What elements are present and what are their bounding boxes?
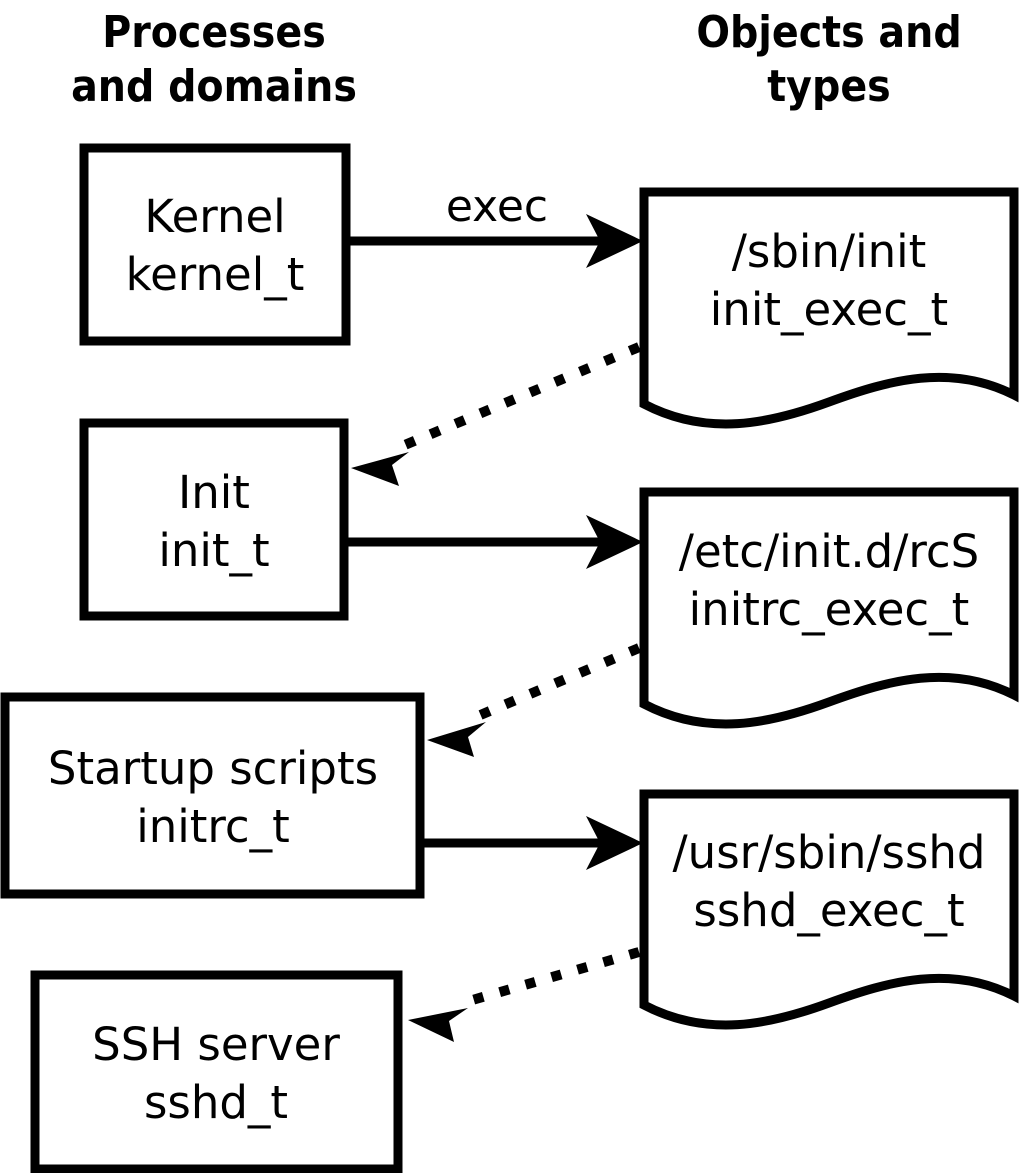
node-init-box[interactable]	[79, 418, 349, 621]
node-init-line2: init_t	[158, 524, 269, 577]
node-ssh-server-box[interactable]	[30, 970, 403, 1173]
node-sbin-init-document-shape[interactable]	[639, 187, 1019, 429]
node-sbin-init-line2: init_exec_t	[710, 283, 948, 336]
node-usr-sbin-sshd-line2: sshd_exec_t	[693, 884, 964, 937]
node-usr-sbin-sshd[interactable]: /usr/sbin/sshd sshd_exec_t	[639, 789, 1019, 1030]
node-kernel-line1: Kernel	[144, 190, 285, 243]
node-ssh-server[interactable]: SSH server sshd_t	[30, 970, 403, 1173]
node-kernel-box[interactable]	[79, 143, 351, 346]
edge-sshdexec-transition-sshd	[408, 947, 641, 1042]
edge-label-exec: exec	[446, 181, 548, 232]
edge-rcs-transition-initrc	[427, 643, 641, 757]
node-sbin-init-line1: /sbin/init	[732, 225, 927, 278]
node-etc-initd-rcs-document-shape[interactable]	[639, 487, 1019, 729]
arrow-head-icon	[408, 1008, 468, 1042]
arrow-head-icon	[586, 214, 643, 268]
edge-init-exec-rcs	[348, 515, 643, 569]
edge-line	[460, 947, 641, 1008]
node-startup-scripts-line2: initrc_t	[136, 800, 290, 853]
node-init-line1: Init	[178, 466, 250, 519]
edge-initrc-exec-sshd	[424, 816, 643, 870]
arrow-head-icon	[586, 816, 643, 870]
node-ssh-server-line1: SSH server	[92, 1018, 340, 1071]
edge-kernel-exec-init: exec	[350, 181, 643, 268]
node-startup-scripts[interactable]: Startup scripts initrc_t	[0, 692, 425, 899]
node-startup-scripts-box[interactable]	[0, 692, 425, 899]
node-init[interactable]: Init init_t	[79, 418, 349, 621]
column-header-processes-line2: and domains	[71, 61, 357, 112]
edge-line	[398, 342, 641, 452]
node-usr-sbin-sshd-line1: /usr/sbin/sshd	[673, 826, 986, 879]
node-sbin-init[interactable]: /sbin/init init_exec_t	[639, 187, 1019, 429]
edge-line	[476, 643, 641, 721]
column-header-processes: Processes and domains	[71, 7, 357, 112]
arrow-head-icon	[586, 515, 643, 569]
node-startup-scripts-line1: Startup scripts	[48, 742, 378, 795]
node-usr-sbin-sshd-document-shape[interactable]	[639, 789, 1019, 1030]
arrow-head-icon	[427, 722, 486, 757]
column-header-objects: Objects and types	[696, 7, 961, 112]
column-header-objects-line2: types	[767, 61, 891, 112]
column-header-objects-line1: Objects and	[696, 7, 961, 58]
node-kernel-line2: kernel_t	[126, 248, 305, 301]
arrow-head-icon	[351, 452, 409, 486]
edge-initexec-transition-init	[351, 342, 641, 486]
node-etc-initd-rcs-line1: /etc/init.d/rcS	[679, 525, 979, 578]
column-header-processes-line1: Processes	[102, 7, 326, 58]
node-etc-initd-rcs[interactable]: /etc/init.d/rcS initrc_exec_t	[639, 487, 1019, 729]
node-kernel[interactable]: Kernel kernel_t	[79, 143, 351, 346]
node-ssh-server-line2: sshd_t	[144, 1076, 288, 1129]
node-etc-initd-rcs-line2: initrc_exec_t	[689, 583, 970, 636]
